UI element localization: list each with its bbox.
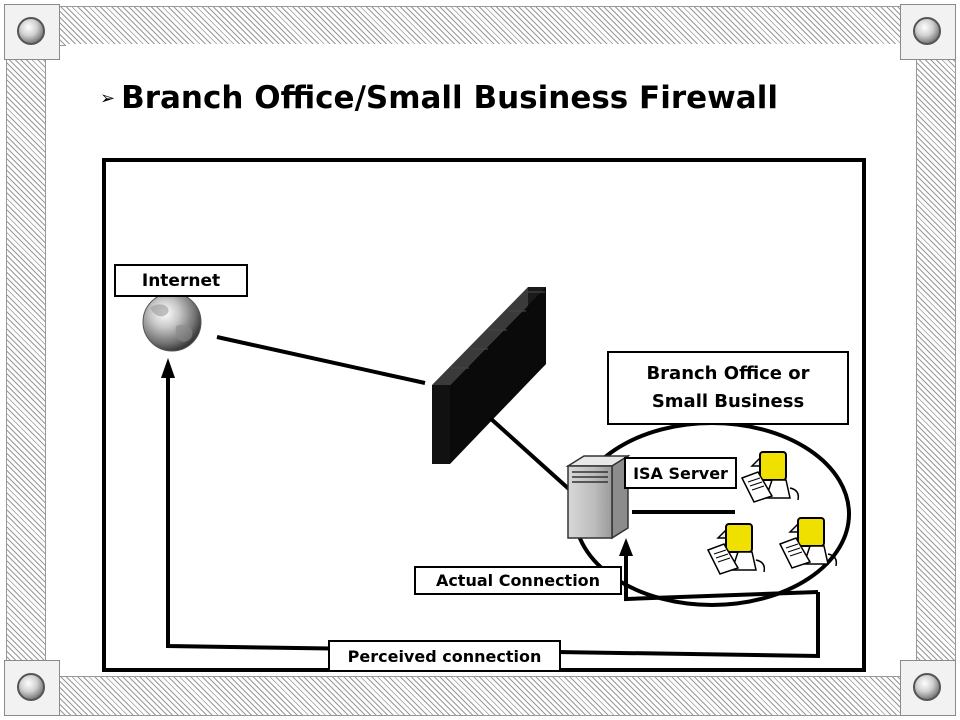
corner-knob-icon — [17, 673, 45, 701]
corner-knob-icon — [913, 673, 941, 701]
internet-label-text: Internet — [141, 270, 221, 291]
isa-server-label: ISA Server — [624, 457, 737, 489]
branch-office-label-line1: Branch Office or — [646, 363, 810, 384]
isa-server-label-text: ISA Server — [633, 463, 728, 483]
arrowhead-bullet-icon: ➢ — [100, 87, 116, 109]
perceived-connection-arrowhead — [161, 358, 175, 378]
frame-left-band — [6, 52, 46, 670]
actual-connection-label: Actual Connection — [414, 566, 622, 595]
globe-icon — [142, 292, 202, 352]
actual-connection-arrowhead — [619, 538, 633, 556]
actual-connection-path — [624, 552, 819, 602]
branch-office-label-line2: Small Business — [651, 391, 805, 412]
corner-knob-icon — [913, 17, 941, 45]
corner-top-left — [4, 4, 60, 60]
workstation-icon — [706, 523, 766, 575]
perceived-connection-label: Perceived connection — [328, 640, 561, 672]
corner-bottom-right — [900, 660, 956, 716]
slide-title-row: ➢ Branch Office/Small Business Firewall — [100, 80, 778, 116]
workstation-icon — [740, 451, 800, 503]
internet-label: Internet — [114, 264, 248, 297]
corner-bottom-left — [4, 660, 60, 716]
firewall-brick-wall-icon — [432, 287, 546, 464]
workstation-icon — [778, 517, 838, 569]
server-tower-icon — [565, 454, 631, 540]
slide-title: Branch Office/Small Business Firewall — [121, 80, 778, 116]
actual-connection-label-text: Actual Connection — [435, 571, 601, 590]
internet-to-firewall-link — [216, 335, 426, 385]
corner-knob-icon — [17, 17, 45, 45]
perceived-connection-label-text: Perceived connection — [347, 646, 542, 666]
branch-office-label: Branch Office or Small Business — [607, 351, 849, 425]
firewall-to-server-link — [488, 416, 572, 492]
corner-top-right — [900, 4, 956, 60]
frame-top-band — [52, 6, 910, 46]
frame-right-band — [916, 52, 956, 670]
frame-bottom-band — [52, 676, 910, 716]
